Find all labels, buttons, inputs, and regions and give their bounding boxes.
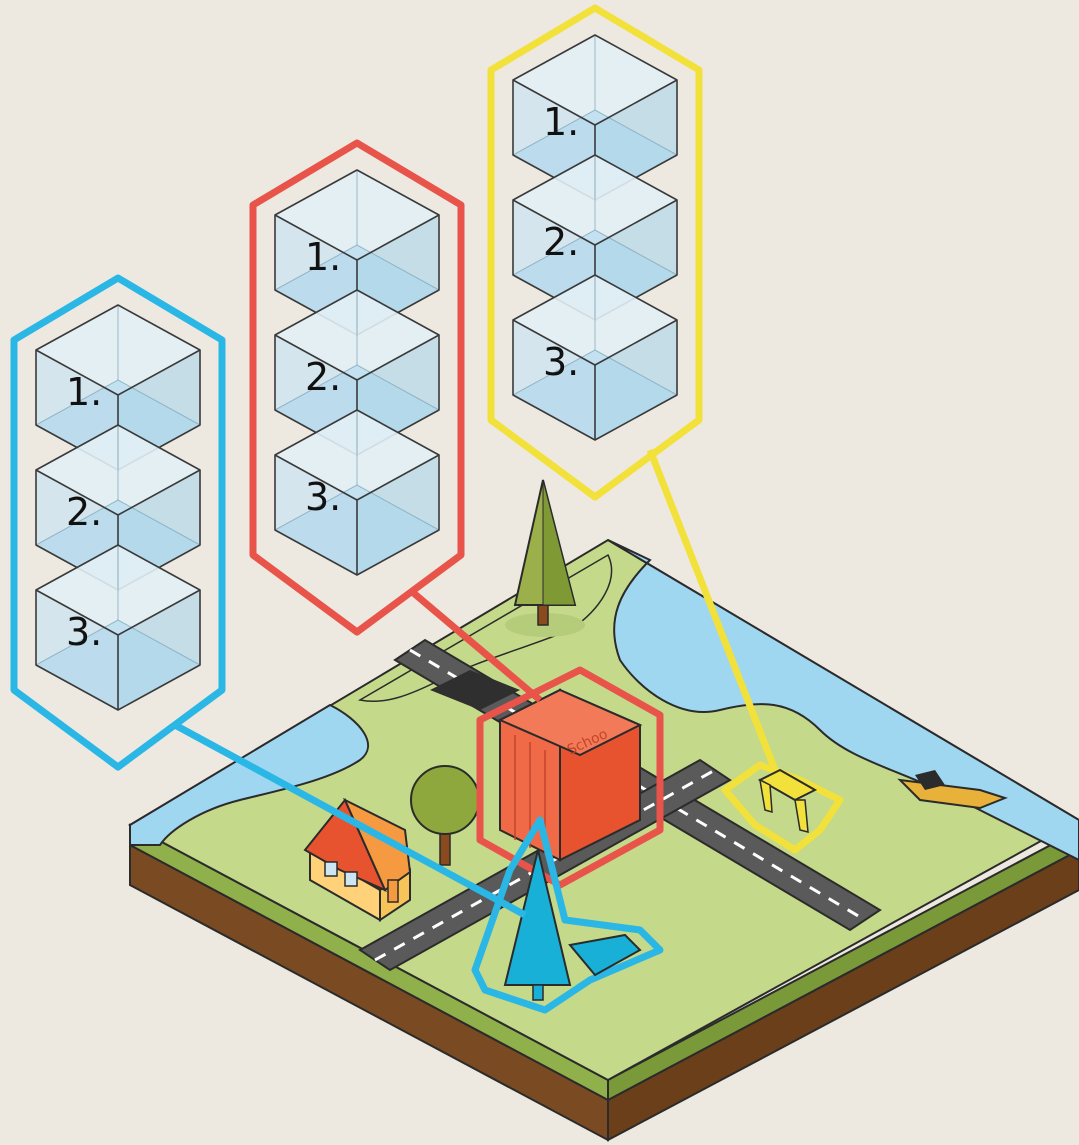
cube-3: 3. [35, 544, 201, 711]
blue-connector [173, 721, 527, 919]
cube-3: 3. [274, 409, 440, 576]
cube-3: 3. [512, 274, 678, 441]
cube-label: 3. [543, 340, 579, 384]
red-stack-outline [249, 139, 465, 636]
cube-label: 1. [305, 235, 341, 279]
red-stack: 1. 2. 3. [249, 139, 465, 636]
cube-label: 3. [305, 475, 341, 519]
grass-right-side [607, 828, 1079, 1102]
cube-label: 1. [66, 370, 102, 414]
yellow-connector [646, 448, 779, 772]
blue-stack: 1. 2. 3. [10, 274, 226, 771]
boat-icon [897, 770, 1008, 810]
cube-label: 2. [543, 220, 579, 264]
bridge [430, 670, 520, 710]
tall-tree-icon [505, 479, 585, 637]
house-icon [303, 797, 412, 922]
ground-tile [127, 538, 1079, 1142]
bench-icon [721, 761, 844, 854]
red-connector [407, 587, 543, 703]
yellow-stack: 1. 2. 3. [487, 4, 703, 501]
cube-label: 3. [66, 610, 102, 654]
blue-stack-outline [10, 274, 226, 771]
school-building-icon: Schoo [476, 666, 664, 889]
yellow-stack-outline [487, 4, 703, 501]
cube-label: 1. [543, 100, 579, 144]
stacks-layer: 1. 2. 3. 1. 2. 3. 1. 2. 3. [10, 4, 703, 771]
river-left [129, 703, 370, 846]
cube-label: 2. [305, 355, 341, 399]
river-right [607, 539, 1079, 862]
cube-label: 2. [66, 490, 102, 534]
tree-cone-icon [471, 816, 664, 1014]
